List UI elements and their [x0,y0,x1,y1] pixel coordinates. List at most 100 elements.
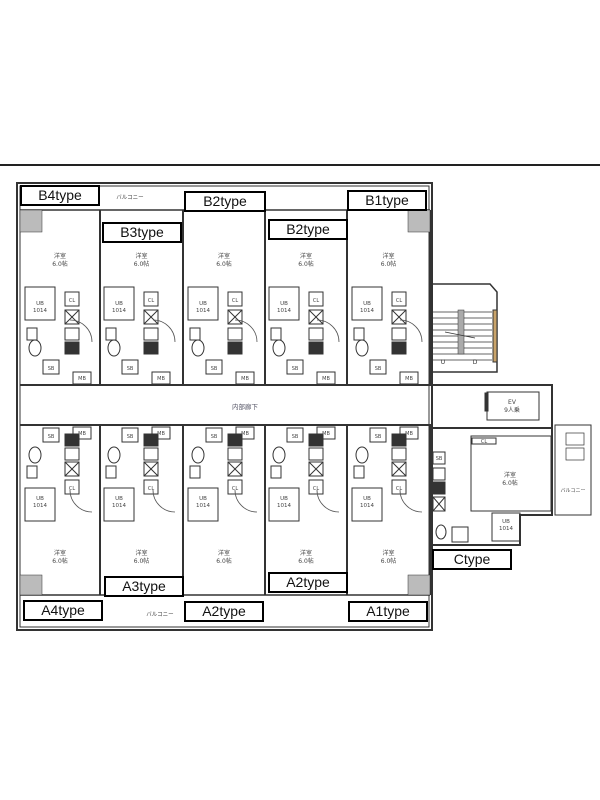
shoe-box-label: SB [211,434,218,440]
bath-unit [491,512,521,542]
closet [308,479,324,495]
washbasin [270,465,282,479]
washer-cross [432,496,446,512]
bath-name: UB [36,301,44,307]
evacuation-hatch [565,432,585,446]
meter-box [316,371,336,385]
stove [143,433,159,447]
stove [391,433,407,447]
shoe-box [42,359,60,375]
washer-space [391,309,407,325]
washer-space [432,496,446,512]
balcony-label: バルコニー [146,611,173,618]
washbasin [105,465,117,479]
meter-box-label: MB [322,431,330,437]
shoe-box [205,427,223,443]
sink [64,447,80,461]
bath-name: UB [115,496,123,502]
shoe-box-label: SB [292,434,299,440]
closet [227,291,243,307]
shoe-box [121,427,139,443]
unit-label-a4: A4type [23,600,103,621]
column [19,209,43,233]
shoe-box-label: SB [211,366,218,372]
meter-box [151,371,171,385]
elevator-label: EV [508,399,517,406]
room-size: 6.0帖 [502,479,518,487]
bath-size: 1014 [196,308,210,314]
sink [227,327,243,341]
room-name: 洋室 [135,252,147,260]
unit-label-a1: A1type [348,601,428,622]
stairs-down-label: D [473,359,478,366]
bath-unit [351,286,383,321]
unit-label-b3: B3type [102,222,182,243]
room-name: 洋室 [218,252,230,260]
washbasin [189,327,201,341]
meter-box [235,371,255,385]
washbasin [353,465,365,479]
closet-label: CL [232,486,238,492]
bath-size: 1014 [277,308,291,314]
room-name: 洋室 [300,549,312,557]
bath-size: 1014 [277,503,291,509]
stove [227,433,243,447]
room-name: 洋室 [218,549,230,557]
column [19,574,43,596]
washer-space [391,461,407,477]
toilet [107,339,121,357]
room-name: 洋室 [54,252,66,260]
meter-box-label: MB [241,376,249,382]
unit-label-b1: B1type [347,190,427,211]
room-size: 6.0帖 [216,557,232,565]
meter-box-label: MB [241,431,249,437]
toilet [191,446,205,464]
shoe-box [286,427,304,443]
column [407,209,431,233]
unit-label-b2-a: B2type [184,191,266,212]
bath-unit [187,286,219,321]
unit-label-c: Ctype [432,549,512,570]
meter-box-label: MB [322,376,330,382]
meter-box [399,426,419,440]
shoe-box-label: SB [127,434,134,440]
column [407,574,431,596]
room-name: 洋室 [382,549,394,557]
shoe-box [286,359,304,375]
washer-space [308,461,324,477]
entry-door-swing [316,319,340,343]
elevator-shaft [486,391,540,421]
bath-size: 1014 [112,308,126,314]
meter-box [72,371,92,385]
shoe-box [205,359,223,375]
bath-name: UB [115,301,123,307]
stove [391,341,407,355]
toilet [191,339,205,357]
washer-cross [391,309,407,325]
bath-name: UB [363,301,371,307]
room-name: 洋室 [54,549,66,557]
stove [64,433,80,447]
toilet [28,446,42,464]
corridor-label: 内部廊下 [232,402,259,411]
shoe-box-label: SB [127,366,134,372]
bath-unit [268,487,300,522]
bath-unit [103,286,135,321]
building-outline [16,182,433,631]
bath-unit [24,487,56,522]
balcony-label: バルコニー [561,488,586,494]
entry-door-swing [152,319,176,343]
washer-cross [308,461,324,477]
elevator-door [484,392,489,412]
unit-label-a3: A3type [104,576,184,597]
washbasin [353,327,365,341]
stairs-up-label: U [441,359,445,366]
meter-box [72,426,92,440]
washer-cross [143,309,159,325]
bath-unit [351,487,383,522]
toilet [272,446,286,464]
entry-door-swing [316,489,340,513]
bath-size: 1014 [360,503,374,509]
entry-door-swing [69,489,93,513]
